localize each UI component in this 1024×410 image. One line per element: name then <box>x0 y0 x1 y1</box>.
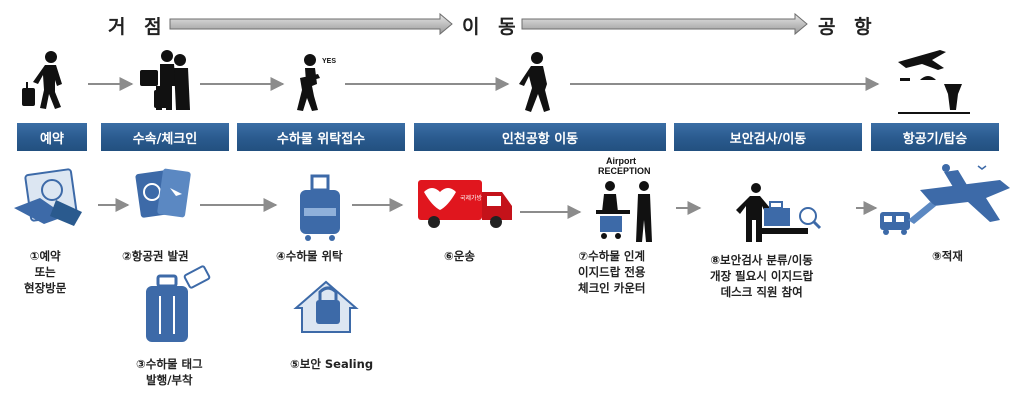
stage-arrow-2 <box>521 12 808 36</box>
traveler-icon <box>22 51 62 109</box>
step-2-caption: ②항공권 발권 <box>122 249 189 263</box>
person-yes-icon <box>297 54 320 111</box>
suitcase-tag-icon <box>146 265 211 342</box>
security-scan-icon <box>736 183 822 242</box>
process-icons: 국제가방 Airport RECEPTION <box>14 156 1010 342</box>
checkin-people-icon <box>140 50 190 110</box>
phase-bar-boarding: 항공기/탑승 <box>871 123 999 151</box>
stage-label-base: 거 점 <box>108 16 168 38</box>
security-sealing-icon <box>293 280 359 333</box>
phase-bar-checkin: 수속/체크인 <box>101 123 229 151</box>
stage-label-transit: 이 동 <box>462 16 522 38</box>
stage-arrow-1 <box>169 12 453 36</box>
reservation-hand-icon <box>14 168 82 226</box>
step-5-caption: ⑤보안 Sealing <box>290 357 374 371</box>
airport-reception-icon: Airport RECEPTION <box>596 156 652 242</box>
phase-bar-reservation: 예약 <box>17 123 87 151</box>
reception-label-2: RECEPTION <box>598 166 651 176</box>
truck-brand-text: 국제가방 <box>460 194 483 202</box>
phase-bar-security: 보안검사/이동 <box>674 123 862 151</box>
suitcase-icon <box>300 174 340 241</box>
step-4-caption: ④수하물 위탁 <box>276 249 343 263</box>
phase-bar-baggage-drop: 수하물 위탁접수 <box>237 123 405 151</box>
step-6-caption: ⑥운송 <box>444 249 475 263</box>
phase-bar-transfer: 인천공항 이동 <box>414 123 666 151</box>
delivery-truck-icon: 국제가방 <box>418 180 512 228</box>
airport-tower-icon <box>898 50 970 114</box>
reception-label-1: Airport <box>606 156 636 166</box>
plane-loading-icon <box>880 164 1010 235</box>
yes-label: YES <box>322 58 336 65</box>
stage-arrows <box>169 12 808 36</box>
top-row-icons: YES <box>22 50 970 114</box>
walking-person-icon <box>519 52 550 112</box>
step-9-caption: ⑨적재 <box>932 249 963 263</box>
stage-label-airport: 공 항 <box>818 16 878 38</box>
passport-ticket-icon <box>135 168 191 218</box>
